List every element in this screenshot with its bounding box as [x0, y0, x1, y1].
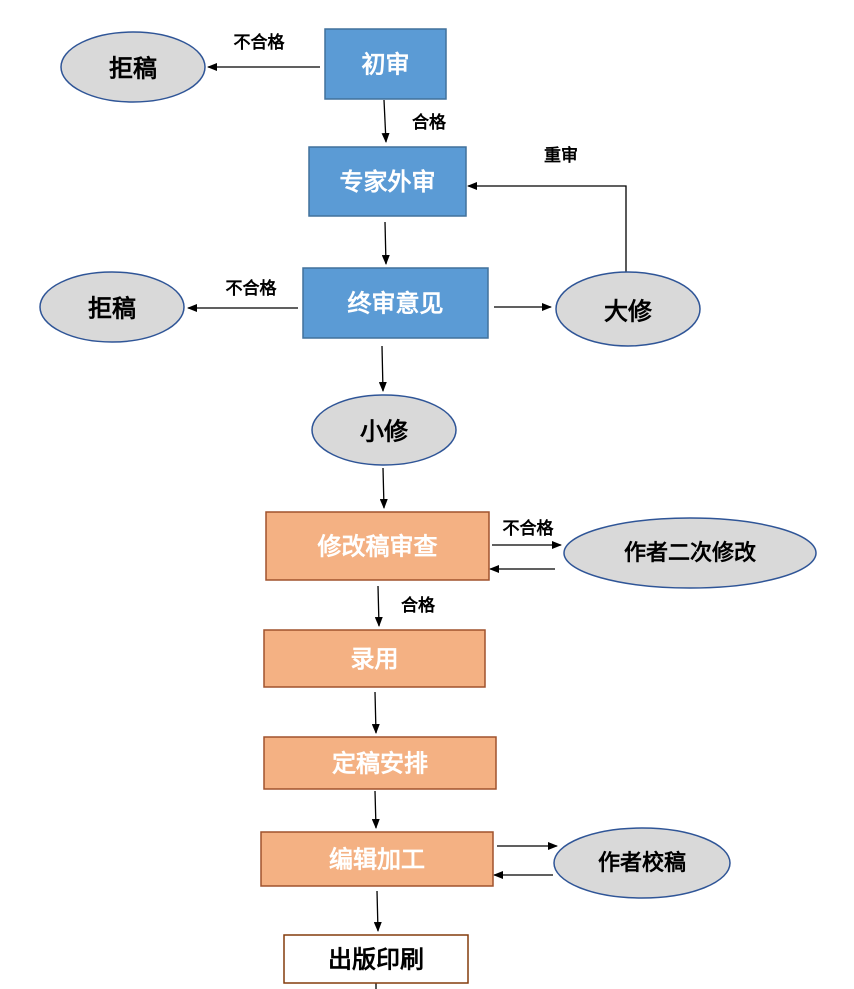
label-chongshen: 重审 — [544, 145, 578, 166]
node-xiugai: 修改稿审查 — [265, 511, 490, 581]
arrow-zhuanjia-to-zhongshen — [381, 221, 390, 265]
node-chuban: 出版印刷 — [283, 934, 469, 984]
node-zhuanjia-label: 专家外审 — [340, 167, 436, 196]
node-dinggao: 定稿安排 — [263, 736, 497, 790]
node-daxiu-label: 大修 — [604, 297, 653, 326]
node-zhuanjia: 专家外审 — [308, 146, 467, 217]
node-jugao-2-label: 拒稿 — [88, 294, 136, 323]
node-zhongshen-label: 终审意见 — [348, 289, 444, 318]
label-buhege-3: 不合格 — [503, 518, 555, 539]
connectors — [187, 63, 627, 989]
edge-labels: 不合格 合格 重审 不合格 不合格 合格 — [226, 32, 579, 616]
node-chuban-label: 出版印刷 — [328, 945, 424, 974]
arrow-daxiu-to-zhuanjia — [467, 182, 627, 272]
node-xiaoxiu: 小修 — [311, 394, 457, 466]
node-jugao-1: 拒稿 — [60, 31, 206, 103]
node-zhongshen: 终审意见 — [302, 267, 489, 339]
arrow-xiaoxiu-to-xiugai — [379, 467, 388, 509]
node-zuozhe-jiao-label: 作者校稿 — [598, 850, 686, 876]
node-chushen-label: 初审 — [362, 50, 410, 79]
node-zuozhe-erci: 作者二次修改 — [563, 517, 817, 589]
arrow-chushen-to-zhuanjia — [381, 99, 390, 143]
node-bianji-label: 编辑加工 — [329, 845, 425, 874]
node-chushen: 初审 — [324, 28, 447, 100]
node-jugao-1-label: 拒稿 — [109, 54, 157, 83]
arrow-dinggao-to-bianji — [371, 790, 380, 829]
node-bianji: 编辑加工 — [260, 831, 494, 887]
node-luyong-label: 录用 — [351, 644, 399, 673]
arrow-bianji-to-chuban — [373, 890, 382, 932]
label-buhege-1: 不合格 — [234, 32, 286, 53]
arrow-zhongshen-to-xiaoxiu — [378, 345, 387, 392]
node-jugao-2: 拒稿 — [39, 271, 185, 343]
label-hege-1: 合格 — [412, 112, 447, 133]
arrow-xiugai-to-luyong — [374, 585, 383, 627]
node-luyong: 录用 — [263, 629, 486, 688]
label-buhege-2: 不合格 — [226, 278, 278, 299]
node-dinggao-label: 定稿安排 — [332, 749, 428, 778]
arrow-luyong-to-dinggao — [371, 691, 380, 734]
label-hege-2: 合格 — [401, 595, 436, 616]
node-xiugai-label: 修改稿审查 — [317, 532, 438, 561]
node-xiaoxiu-label: 小修 — [360, 417, 409, 446]
node-zuozhe-erci-label: 作者二次修改 — [624, 540, 757, 566]
node-daxiu: 大修 — [555, 271, 701, 347]
node-zuozhe-jiao: 作者校稿 — [553, 827, 731, 899]
